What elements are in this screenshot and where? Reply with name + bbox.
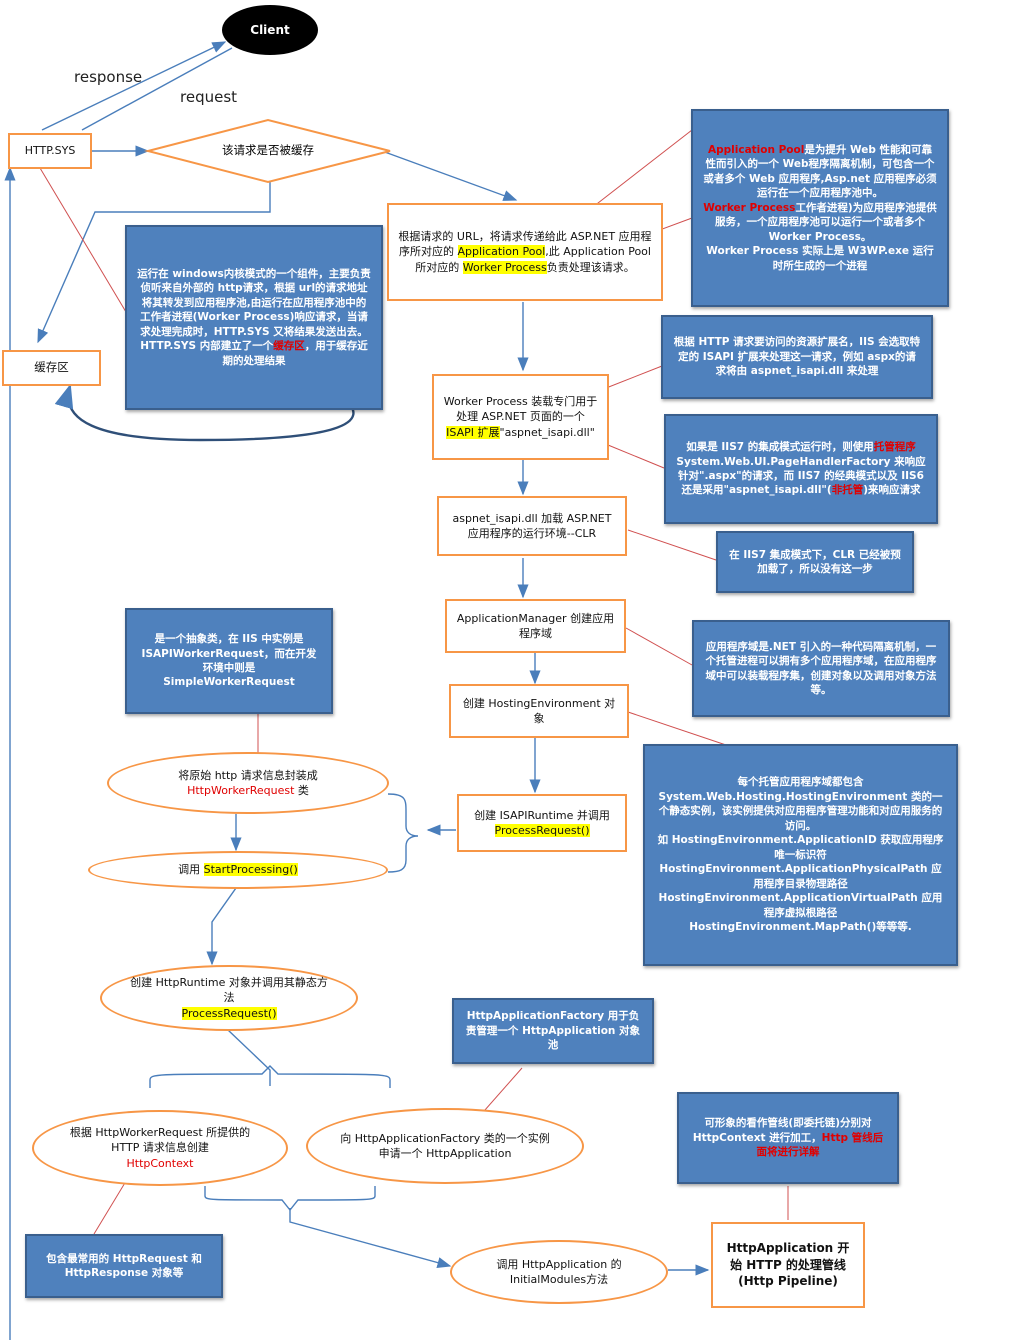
response-label: response bbox=[74, 68, 143, 86]
clr-node: aspnet_isapi.dll 加载 ASP.NET 应用程序的运行环境--C… bbox=[437, 496, 627, 556]
httpruntime-processrequest: ProcessRequest() bbox=[181, 1006, 277, 1020]
appdomain-connector bbox=[625, 627, 693, 666]
hostenv-node: 创建 HostingEnvironment 对象 bbox=[449, 684, 629, 738]
workerprocess-note-text: 工作者进程)为应用程序池提供服务，一个应用程序池可以运行一个或者多个 Worke… bbox=[715, 201, 937, 243]
clr-note: 在 IIS7 集成模式下，CLR 已经被预加载了，所以没有这一步 bbox=[716, 531, 914, 593]
dispatch-node: 根据请求的 URL，将请求传递给此 ASP.NET 应用程序所对应的 Appli… bbox=[387, 203, 663, 301]
httpruntime-to-split-arrow bbox=[227, 1029, 271, 1086]
iis7-text-1: 如果是 IIS7 的集成模式运行时，则使用 bbox=[686, 441, 874, 454]
context-text: 根据 HttpWorkerRequest 所提供的 HTTP 请求信息创建 bbox=[69, 1126, 251, 1155]
iis7-note: 如果是 IIS7 的集成模式运行时，则使用托管程序System.Web.UI.P… bbox=[664, 414, 938, 524]
request-arrow bbox=[81, 47, 233, 131]
worker-text-1: Worker Process 装载专门用于处理 ASP.NET 页面的一个 bbox=[443, 395, 598, 424]
workerrequest-note: 是一个抽象类，在 IIS 中实例是 ISAPIWorkerRequest，而在开… bbox=[125, 608, 333, 714]
wrap-workerrequest: HttpWorkerRequest bbox=[187, 784, 295, 797]
appdomain-note: 应用程序域是.NET 引入的一种代码隔离机制，一个托管进程可以拥有多个应用程序域… bbox=[692, 620, 950, 717]
iis7-text-2: System.Web.UI.PageHandlerFactory 来响应针对".… bbox=[676, 455, 926, 497]
appmanager-node: ApplicationManager 创建应用程序域 bbox=[445, 599, 626, 653]
pipeline-node: HttpApplication 开始 HTTP 的处理管线(Http Pipel… bbox=[711, 1222, 865, 1308]
dispatch-apppool: Application Pool bbox=[457, 245, 546, 259]
client-node-shape bbox=[222, 5, 318, 55]
dispatch-text-2: ,此 Application Pool 所对应的 bbox=[415, 245, 651, 274]
cache-question-shape bbox=[144, 118, 391, 184]
httpruntime-text: 创建 HttpRuntime 对象并调用其静态方法 bbox=[130, 976, 328, 1005]
dispatch-text-3: 负责处理该请求。 bbox=[546, 260, 635, 274]
appfactory-note: HttpApplicationFactory 用于负责管理一个 HttpAppl… bbox=[452, 998, 654, 1064]
hostenv-note-3: HostingEnvironment.ApplicationPhysicalPa… bbox=[659, 863, 942, 890]
httpsys-note-text: 运行在 windows内核模式的一个组件，主要负责侦听来自外部的 http请求，… bbox=[137, 267, 371, 353]
startprocessing-node: 调用 StartProcessing() bbox=[88, 851, 388, 889]
apppool-note: Application Pool是为提升 Web 性能和可靠性而引入的一个 We… bbox=[691, 109, 949, 307]
client-node: Client bbox=[250, 22, 290, 37]
pipeline-note-red: Http 管线后面将进行详解 bbox=[756, 1131, 884, 1159]
start-to-httpruntime-arrow bbox=[206, 887, 237, 966]
startproc-method: StartProcessing() bbox=[203, 863, 298, 877]
dispatch-text-1: 根据请求的 URL，将请求传递给此 ASP.NET 应用程序所对应的 bbox=[398, 230, 652, 259]
request-label: request bbox=[180, 88, 238, 106]
context-note: 包含最常用的 HttpRequest 和 HttpResponse 对象等 bbox=[25, 1234, 223, 1298]
hostenv-note-4: HostingEnvironment.ApplicationVirtualPat… bbox=[658, 892, 943, 919]
startproc-text: 调用 bbox=[178, 863, 204, 877]
worker-isapi-extension: ISAPI 扩展 bbox=[446, 425, 500, 439]
clr-connector bbox=[627, 529, 717, 561]
join-to-initmodules-arrow bbox=[289, 1208, 452, 1269]
wrap-text-2: 类 bbox=[294, 784, 309, 797]
isapiruntime-text: 创建 ISAPIRuntime 并调用 bbox=[474, 808, 610, 822]
iis7-text-3: )来响应请求 bbox=[863, 484, 921, 497]
httpsys-note-tail: ，用于缓存近期的处理结果 bbox=[222, 340, 368, 367]
bottom-brace bbox=[204, 1186, 376, 1212]
dispatch-workerprocess: Worker Process bbox=[462, 260, 547, 274]
cache-question-node: 该请求是否被缓存 bbox=[222, 143, 314, 158]
httpsys-node: HTTP.SYS bbox=[8, 133, 92, 169]
httpsys-note-cache: 缓存区 bbox=[273, 340, 305, 353]
wrap-request-node: 将原始 http 请求信息封装成 HttpWorkerRequest 类 bbox=[107, 752, 389, 814]
question-to-cache-arrow bbox=[37, 182, 271, 344]
wrap-text-1: 将原始 http 请求信息封装成 bbox=[178, 768, 318, 782]
question-to-dispatch-arrow bbox=[381, 150, 518, 201]
right-brace bbox=[387, 793, 419, 873]
apppool-note-term: Application Pool bbox=[707, 143, 805, 156]
request-app-node: 向 HttpApplicationFactory 类的一个实例申请一个 Http… bbox=[306, 1108, 584, 1184]
workerprocess-note-term: Worker Process bbox=[703, 201, 796, 214]
isapi-note: 根据 HTTP 请求要访问的资源扩展名，IIS 会选取特定的 ISAPI 扩展来… bbox=[661, 315, 933, 399]
context-httpcontext: HttpContext bbox=[126, 1156, 194, 1170]
httpsys-note: 运行在 windows内核模式的一个组件，主要负责侦听来自外部的 http请求，… bbox=[125, 225, 383, 410]
top-brace bbox=[149, 1065, 391, 1088]
hostenv-note-2: 如 HostingEnvironment.ApplicationID 获取应用程… bbox=[657, 834, 944, 861]
apppool-note-text: 是为提升 Web 性能和可靠性而引入的一个 Web程序隔离机制，可包含一个或者多… bbox=[703, 143, 937, 200]
iis7-managed: 托管程序 bbox=[873, 441, 916, 454]
worker-text-2: "aspnet_isapi.dll" bbox=[499, 425, 595, 439]
w3wp-note-text: Worker Process 实际上是 W3WP.exe 运行时所生成的一个进程 bbox=[706, 245, 934, 272]
httpsys-note-connector bbox=[39, 167, 127, 313]
hostenv-connector bbox=[627, 711, 727, 746]
isapiruntime-node: 创建 ISAPIRuntime 并调用 ProcessRequest() bbox=[457, 794, 627, 852]
initmodules-node: 调用 HttpApplication 的 InitialModules方法 bbox=[450, 1240, 668, 1304]
hostenv-note: 每个托管应用程序域都包含 System.Web.Hosting.HostingE… bbox=[643, 744, 958, 966]
iis7-connector bbox=[607, 444, 665, 469]
hostenv-note-1: 每个托管应用程序域都包含 System.Web.Hosting.HostingE… bbox=[658, 776, 943, 832]
response-arrow bbox=[41, 41, 227, 131]
cache-return-curve bbox=[54, 383, 355, 442]
iis7-unmanaged: 非托管 bbox=[831, 484, 864, 497]
hostenv-note-5: HostingEnvironment.MapPath()等等等. bbox=[689, 921, 912, 934]
isapiruntime-processrequest: ProcessRequest() bbox=[494, 824, 590, 837]
cache-area-node: 缓存区 bbox=[2, 350, 101, 386]
pipeline-note-text: 可形象的看作管线(即委托链)分别对 HttpContext 进行加工， bbox=[692, 1117, 872, 1144]
pipeline-note: 可形象的看作管线(即委托链)分别对 HttpContext 进行加工，Http … bbox=[677, 1092, 899, 1184]
